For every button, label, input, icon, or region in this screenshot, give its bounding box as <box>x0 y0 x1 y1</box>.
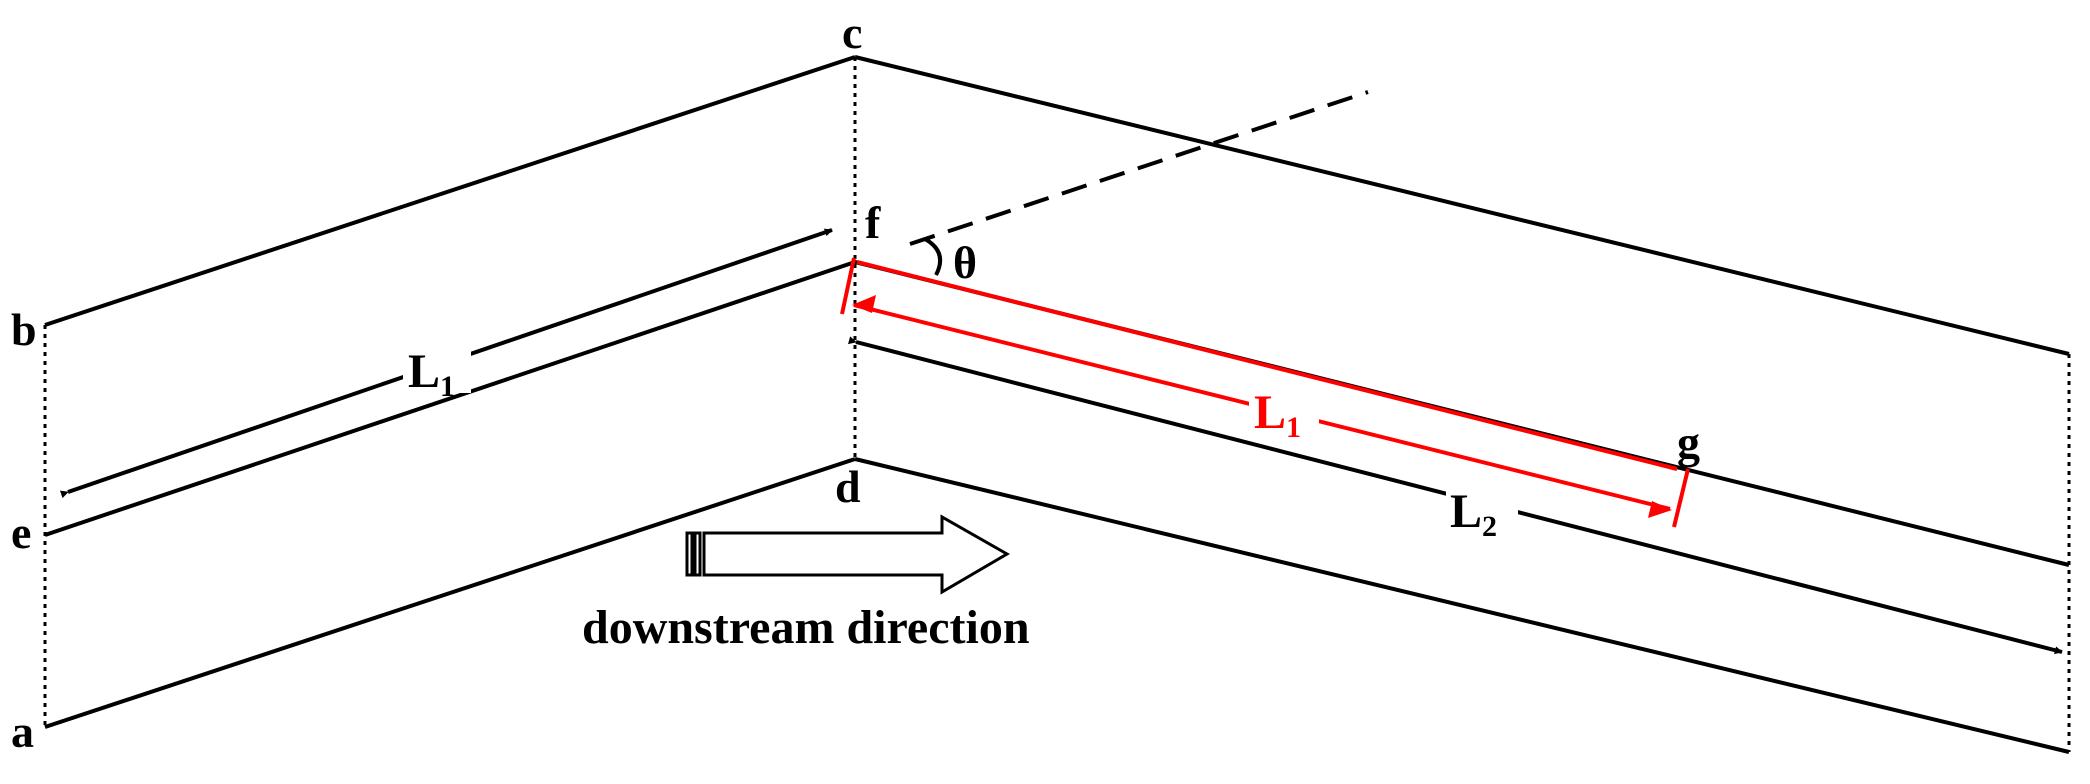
bank-line-b-c <box>44 55 856 327</box>
l1-red-label-bg <box>1249 386 1319 434</box>
length-label-l1-left: L1 <box>408 345 455 403</box>
red-tick-g <box>1672 468 1690 528</box>
point-label-g: g <box>1677 417 1700 468</box>
angle-label-theta: θ <box>953 237 977 288</box>
red-arrowhead-right <box>1648 501 1672 518</box>
bank-line-a-d <box>44 457 856 729</box>
l2-label-bg <box>1446 485 1518 535</box>
red-tick-f <box>840 257 856 315</box>
bank-line-c-right <box>854 55 2070 356</box>
extension-dashed-line <box>909 90 1369 246</box>
theta-arc <box>923 237 943 276</box>
length-label-l1-red: L1 <box>1254 386 1301 444</box>
point-label-d: d <box>835 461 861 512</box>
point-label-a: a <box>11 706 34 757</box>
point-label-c: c <box>842 7 862 58</box>
downstream-direction-label: downstream direction <box>582 601 1030 654</box>
l1-left-label-bg <box>403 347 471 393</box>
point-label-f: f <box>865 197 881 248</box>
point-label-b: b <box>11 304 37 355</box>
red-segment-f-g <box>856 260 1678 471</box>
red-arrowhead-left <box>852 295 876 313</box>
length-label-l2: L2 <box>1450 485 1497 543</box>
point-label-e: e <box>11 507 31 558</box>
downstream-arrow-icon <box>685 514 1011 595</box>
